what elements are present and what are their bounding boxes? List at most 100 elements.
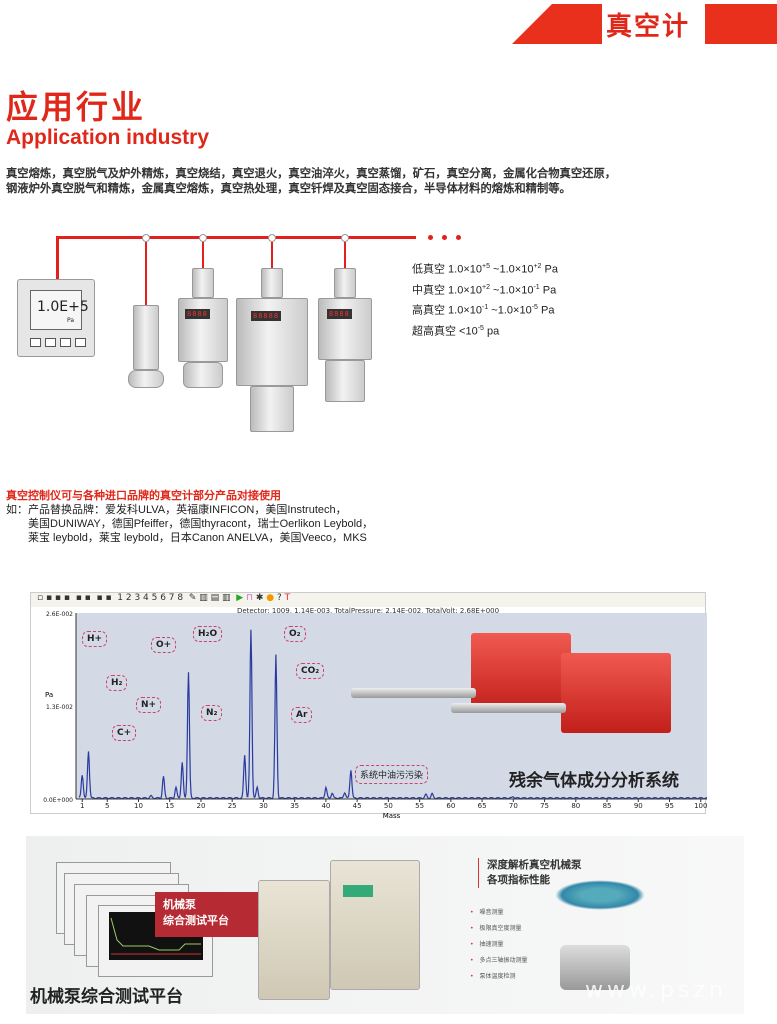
gauge-connector <box>334 268 356 298</box>
junction-node <box>142 234 150 242</box>
vacuum-range: 中真空 1.0×10+2 ~1.0×10-1 Pa <box>412 283 557 297</box>
gauge-cable <box>145 242 147 306</box>
continuation-dot <box>428 235 433 240</box>
x-tick-label: 55 <box>415 802 424 810</box>
rotary-vane-pump <box>560 945 630 990</box>
banner-line: 机械泵 <box>163 898 196 911</box>
gauge-cable <box>202 242 204 268</box>
feature-item: 极限真空度测量 <box>470 921 528 937</box>
spectrum-trace <box>78 629 708 800</box>
rga-status: Detector: 1009, 1.14E-003, TotalPressure… <box>236 607 500 615</box>
y-axis-label: Pa <box>45 691 53 699</box>
x-tick-label: 100 <box>694 802 707 810</box>
x-tick-label: 90 <box>634 802 643 810</box>
header-red-bar-left <box>512 4 602 44</box>
x-tick-label: 95 <box>665 802 674 810</box>
application-intro: 真空熔炼，真空脱气及炉外精炼，真空烧结，真空退火，真空油淬火，真空蒸馏，矿石，真… <box>6 166 656 196</box>
feature-item: 噪音测量 <box>470 905 528 921</box>
controller-unit: Pa <box>67 317 75 324</box>
vacuum-range: 高真空 1.0×10-1 ~1.0×10-5 Pa <box>412 304 555 317</box>
callout-h2: H₂ <box>106 675 128 691</box>
section-title: 真空计 <box>606 12 691 42</box>
gauge-flange <box>128 370 164 388</box>
compat-line: 如：产品替换品牌：爱发科ULVA，英福康INFICON，美国Instrutech… <box>6 504 347 516</box>
x-tick-label: 40 <box>321 802 330 810</box>
y-tick-label: 0.0E+000 <box>43 797 73 804</box>
banner-line: 综合测试平台 <box>163 914 229 927</box>
gauge-flange <box>250 386 294 432</box>
callout-n2: N₂ <box>201 705 223 721</box>
pirani-gauge <box>133 305 159 370</box>
controller-buttons <box>30 338 86 347</box>
digital-gauge: 8888 <box>178 298 228 362</box>
vacuum-range: 超高真空 <10-5 pa <box>412 324 500 338</box>
x-tick-label: 60 <box>446 802 455 810</box>
connection-wire <box>56 236 416 239</box>
gauge-connector <box>192 268 214 298</box>
x-tick-label: 65 <box>478 802 487 810</box>
watermark: www.pszn <box>585 978 727 1003</box>
gauge-flange <box>183 362 223 388</box>
callout-h-plus: H+ <box>82 631 108 647</box>
connection-wire-drop <box>56 236 59 280</box>
x-tick-label: 80 <box>571 802 580 810</box>
x-tick-label: 70 <box>509 802 518 810</box>
gauge-lcd: 8888 <box>185 309 210 319</box>
gauge-cable <box>271 242 273 268</box>
x-tick-label: 50 <box>384 802 393 810</box>
x-tick-label: 85 <box>603 802 612 810</box>
junction-node <box>341 234 349 242</box>
x-tick-label: 30 <box>259 802 268 810</box>
intro-line: 钢液炉外真空脱气和精炼，金属真空熔炼，真空热处理，真空钎焊及真空固态接合，半导体… <box>6 182 571 195</box>
controller-button[interactable] <box>60 338 71 347</box>
junction-node <box>199 234 207 242</box>
y-tick-label: 1.3E-002 <box>46 704 73 711</box>
analyzer-unit <box>561 653 671 733</box>
continuation-dot <box>442 235 447 240</box>
x-tick-label: 5 <box>105 802 109 810</box>
gauge-cable <box>344 242 346 268</box>
gauge-lcd: 88888 <box>251 311 282 321</box>
gauge-flange <box>325 360 365 402</box>
controller-screen: 1.0E+5 Pa <box>30 290 89 330</box>
junction-node <box>268 234 276 242</box>
x-tick-label: 75 <box>540 802 549 810</box>
controller-reading: 1.0E+5 <box>37 299 89 315</box>
gauge-lcd: 8888 <box>327 309 352 319</box>
controller-button[interactable] <box>30 338 41 347</box>
callout-o-plus: O+ <box>151 637 177 653</box>
analyzer-probe <box>451 703 566 713</box>
vacuum-ranges: 低真空 1.0×10+5 ~1.0×10+2 Pa 中真空 1.0×10+2 ~1… <box>412 258 558 341</box>
x-axis-label: Mass <box>383 812 401 820</box>
compat-heading: 真空控制仪可与各种进口品牌的真空计部分产品对接使用 <box>6 490 281 502</box>
vacuum-range: 低真空 1.0×10+5 ~1.0×10+2 Pa <box>412 263 558 276</box>
header-red-bar-right <box>705 4 777 44</box>
controller-button[interactable] <box>75 338 86 347</box>
digital-gauge: 8888 <box>318 298 372 360</box>
test-machine <box>330 860 420 990</box>
x-tick-label: 35 <box>290 802 299 810</box>
compatibility-note: 真空控制仪可与各种进口品牌的真空计部分产品对接使用 如：产品替换品牌：爱发科UL… <box>6 489 373 545</box>
analyzer-unit <box>471 633 571 713</box>
x-tick-label: 25 <box>228 802 237 810</box>
application-title-en: Application industry <box>6 126 210 149</box>
machine-screen <box>343 885 373 897</box>
callout-n-plus: N+ <box>136 697 162 713</box>
controller-button[interactable] <box>45 338 56 347</box>
pump-title: 机械泵综合测试平台 <box>30 987 183 1007</box>
callout-c-plus: C+ <box>112 725 137 741</box>
y-tick-label: 2.6E-002 <box>46 611 73 618</box>
feature-item: 抽速测量 <box>470 937 528 953</box>
vacuum-controller: 1.0E+5 Pa <box>17 279 95 357</box>
feature-item: 泵体温度检测 <box>470 969 528 985</box>
compat-line: 莱宝 leybold，莱宝 leybold，日本Canon ANELVA，美国V… <box>28 532 367 544</box>
intro-line: 真空熔炼，真空脱气及炉外精炼，真空烧结，真空退火，真空油淬火，真空蒸馏，矿石，真… <box>6 167 617 180</box>
rga-system-name: 残余气体成分分析系统 <box>509 771 679 791</box>
rga-toolbar: ▫ ▪ ▪ ▪ ▪ ▪ ▪ ▪ 1 2 3 4 5 6 7 8 ✎ ▥ ▤ ▥ … <box>31 593 705 607</box>
x-tick-label: 10 <box>134 802 143 810</box>
features-heading: 深度解析真空机械泵 各项指标性能 <box>478 858 582 888</box>
channel-buttons[interactable]: 1 2 3 4 5 6 7 8 <box>117 593 184 603</box>
features-heading-line: 深度解析真空机械泵 <box>487 859 582 871</box>
ionization-gauge: 88888 <box>236 298 308 386</box>
x-tick-label: 15 <box>165 802 174 810</box>
